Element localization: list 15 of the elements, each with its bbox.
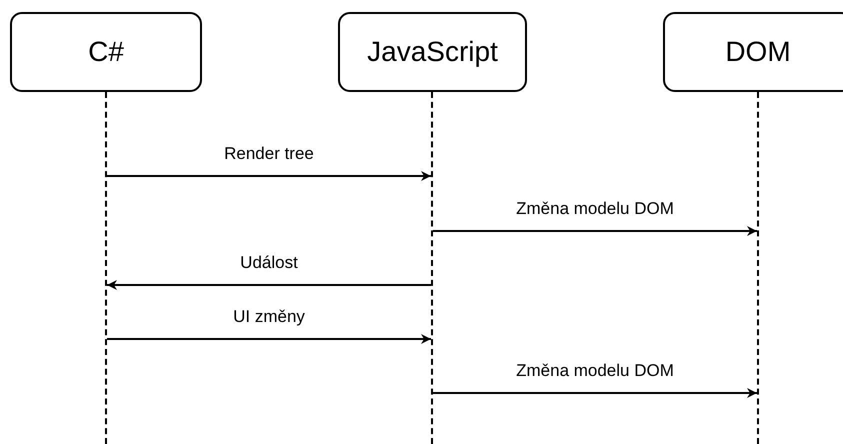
message-arrow: [433, 388, 757, 398]
participant-label: DOM: [725, 36, 791, 68]
participant-box: [338, 12, 527, 92]
participant-box: [10, 12, 202, 92]
lifeline: [757, 92, 759, 444]
message-arrow: [107, 280, 431, 290]
lifeline: [105, 92, 107, 444]
edge-label: UI změny: [231, 307, 307, 327]
message-arrow: [107, 171, 431, 181]
participant-box: [663, 12, 843, 92]
message-arrow: [107, 334, 431, 344]
lifeline: [431, 92, 433, 444]
message-arrow: [433, 226, 757, 236]
participant-label: JavaScript: [367, 36, 498, 68]
participant-label: C#: [88, 36, 124, 68]
